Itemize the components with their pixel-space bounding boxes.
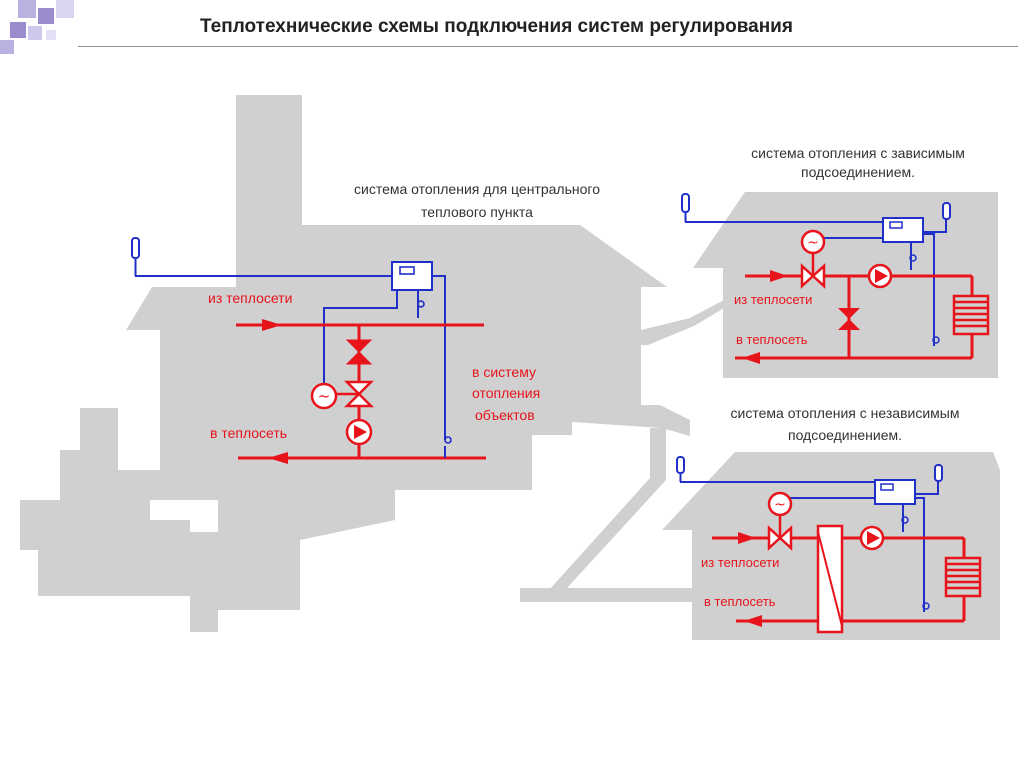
central-building [20, 95, 667, 632]
svg-text:~: ~ [774, 497, 786, 513]
motor-icon [310, 382, 338, 410]
controller-icon [882, 217, 924, 243]
central-caption-2: теплового пункта [421, 204, 533, 220]
central-from-network: из теплосети [208, 290, 292, 306]
title-underline [78, 46, 1018, 47]
outdoor-sensor-icon [131, 237, 140, 276]
central-scheme: ~ [131, 237, 486, 464]
radiator-icon [952, 294, 990, 336]
check-valve-icon [345, 339, 373, 365]
return-arrow-icon [742, 352, 760, 364]
heat-exchanger-icon [816, 524, 844, 634]
connector-upper [641, 300, 724, 345]
central-to-system-1: в систему [472, 364, 536, 380]
independent-caption-2: подсоединением. [788, 427, 902, 443]
regulating-valve-icon [800, 263, 826, 289]
outdoor-sensor-icon [681, 193, 690, 222]
check-valve-icon [838, 308, 860, 330]
svg-text:~: ~ [318, 387, 331, 405]
independent-caption-1: система отопления с независимым [731, 405, 960, 421]
building-notches [150, 500, 218, 532]
central-to-system-3: объектов [475, 407, 535, 423]
return-arrow-icon [268, 452, 288, 464]
dependent-scheme: ~ [681, 193, 990, 364]
supply-arrow-icon [262, 319, 282, 331]
radiator-icon [944, 556, 982, 598]
supply-arrow-icon [738, 532, 756, 544]
dependent-building [693, 192, 998, 378]
room-sensor-icon [934, 464, 943, 482]
corner-decoration [0, 0, 74, 54]
connector-lower [540, 405, 690, 600]
dependent-to-network: в теплосеть [736, 332, 808, 347]
dependent-caption-2: подсоединением. [801, 164, 915, 180]
slide-title: Теплотехнические схемы подключения систе… [200, 16, 793, 37]
outdoor-sensor-icon [676, 456, 685, 482]
regulating-valve-icon [767, 525, 793, 551]
supply-arrow-icon [770, 270, 788, 282]
central-to-network: в теплосеть [210, 425, 287, 441]
central-caption-1: система отопления для центрального [354, 181, 600, 197]
independent-from-network: из теплосети [701, 555, 779, 570]
svg-text:~: ~ [807, 235, 819, 251]
return-arrow-icon [744, 615, 762, 627]
central-to-system-2: отопления [472, 385, 540, 401]
independent-scheme: ~ [676, 456, 982, 634]
dependent-from-network: из теплосети [734, 292, 812, 307]
dependent-caption-1: система отопления с зависимым [751, 145, 965, 161]
room-sensor-icon [942, 202, 951, 220]
independent-to-network: в теплосеть [704, 594, 776, 609]
